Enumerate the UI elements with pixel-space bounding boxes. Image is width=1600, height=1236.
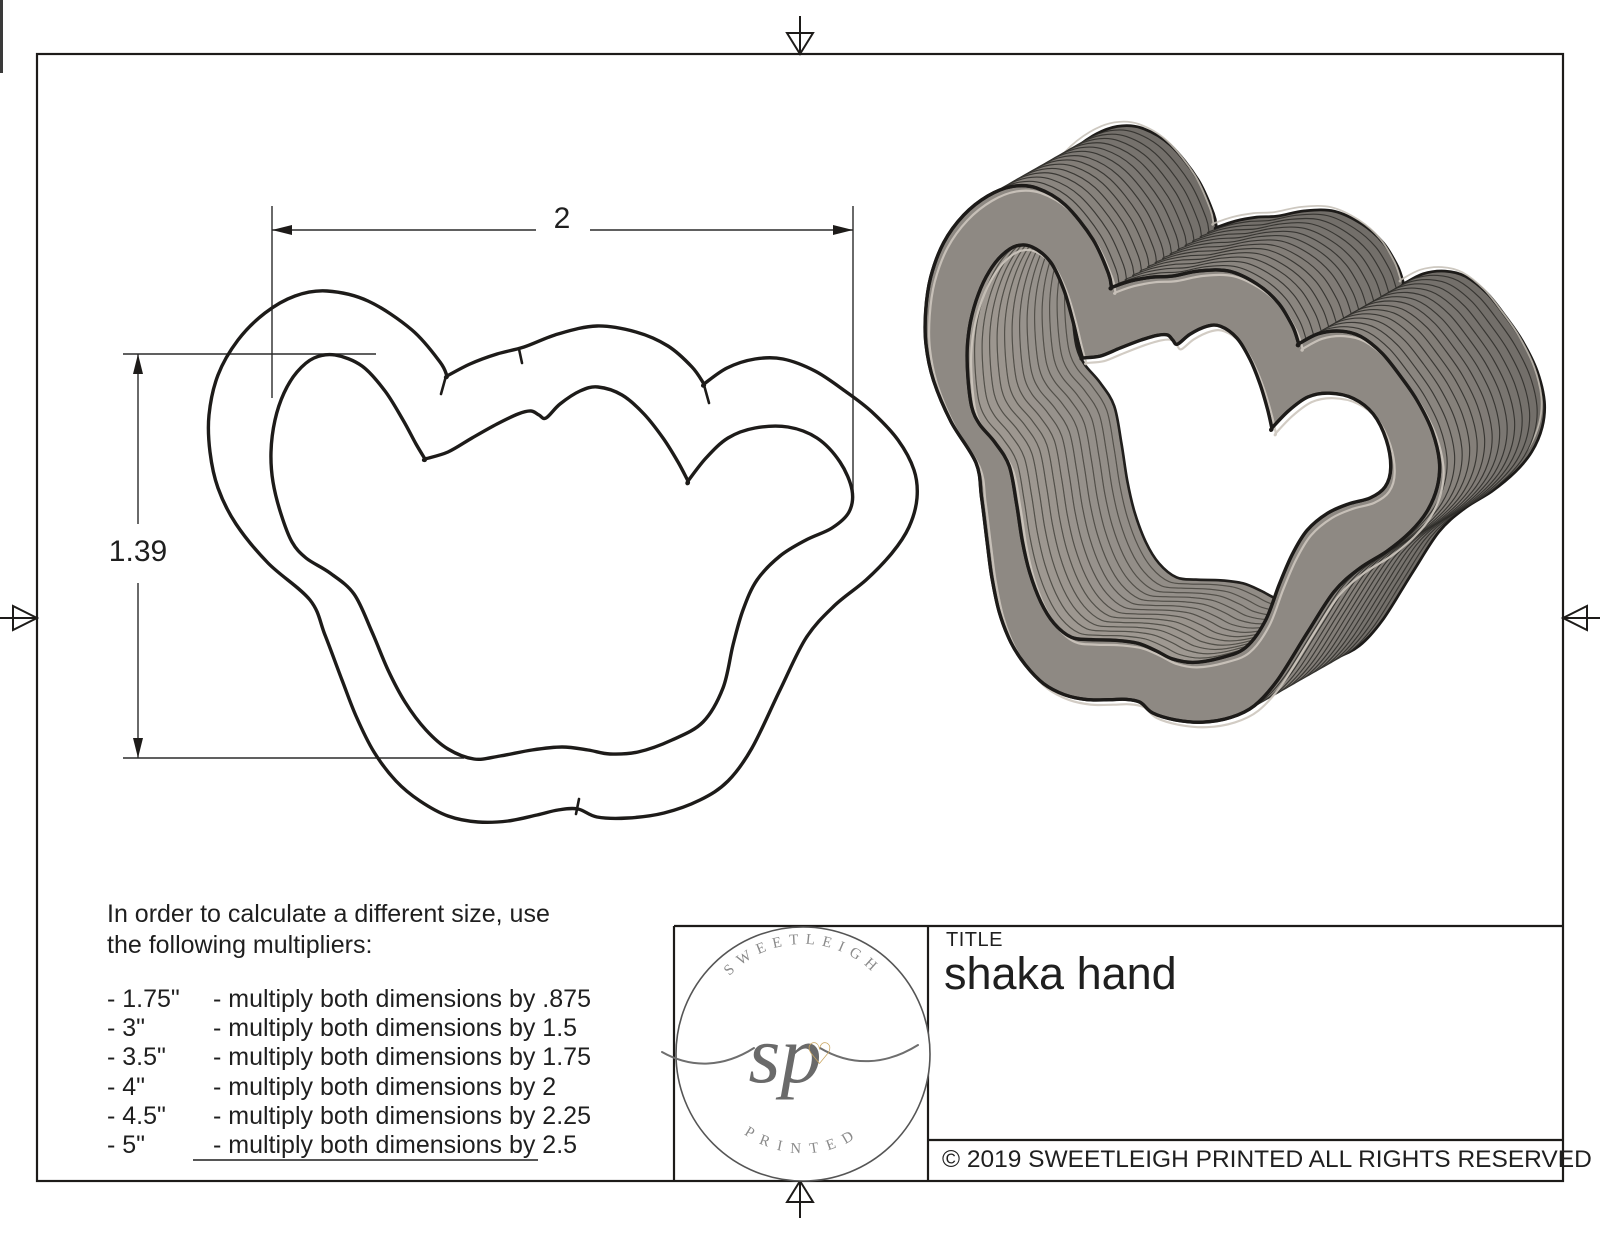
cutter-2d-outline (206, 289, 920, 825)
centering-mark-left (0, 604, 40, 632)
dimension-lines (123, 206, 854, 759)
logo-swash-left (661, 1047, 755, 1065)
arrow-right-icon (833, 225, 853, 235)
multiplier-list: - 1.75" - multiply both dimensions by .87… (107, 985, 627, 1160)
spline-tick (574, 797, 581, 816)
centering-marks (0, 16, 1600, 1218)
centering-mark-right (1560, 604, 1600, 632)
arrow-down-icon (133, 738, 143, 758)
spline-tick (702, 383, 711, 405)
spline-tick-marks (439, 347, 711, 816)
arrow-up-icon (133, 354, 143, 374)
multiplier-rule: - multiply both dimensions by .875 (213, 985, 591, 1013)
page-edge-artifact (0, 0, 3, 73)
logo-heart-icon: ♡ (806, 1038, 833, 1071)
multiplier-size: - 3.5" (107, 1043, 166, 1072)
multiplier-row: - 1.75" - multiply both dimensions by .87… (107, 985, 627, 1014)
multiplier-size: - 5" (107, 1131, 146, 1160)
cutter-inner-outline (269, 352, 855, 761)
scaling-notes-intro-line2: the following multipliers: (107, 931, 373, 959)
multiplier-rule: - multiply both dimensions by 2.5 (213, 1131, 578, 1160)
multiplier-size: - 4" (107, 1072, 146, 1101)
logo-monogram: sp (749, 1009, 822, 1100)
brand-logo: SWEETLEIGH PRINTED sp ♡ (661, 926, 931, 1182)
cutter-outer-outline (206, 289, 920, 825)
cutter-3d-render (923, 120, 1547, 729)
scaling-notes-intro-line1: In order to calculate a different size, … (107, 900, 550, 928)
multiplier-rule: - multiply both dimensions by 1.75 (213, 1043, 591, 1072)
centering-mark-bottom (785, 1179, 815, 1218)
cutter-front-contour (923, 183, 1442, 724)
scaling-notes: In order to calculate a different size, … (107, 899, 627, 1160)
multiplier-row: - 3.5" - multiply both dimensions by 1.75 (107, 1043, 627, 1072)
title-block-label: TITLE (946, 929, 1003, 951)
spline-tick (439, 374, 448, 396)
spline-tick (517, 347, 524, 365)
multiplier-size: - 4.5" (107, 1101, 166, 1130)
multiplier-rule: - multiply both dimensions by 2 (213, 1072, 557, 1101)
page-title: shaka hand (944, 948, 1177, 999)
multiplier-row: - 4" - multiply both dimensions by 2 (107, 1073, 627, 1102)
centering-mark-top (785, 16, 815, 56)
copyright-text: © 2019 SWEETLEIGH PRINTED ALL RIGHTS RES… (942, 1146, 1592, 1173)
multiplier-rule: - multiply both dimensions by 1.5 (213, 1014, 578, 1043)
dimension-width-value: 2 (553, 202, 571, 235)
multiplier-size: - 3" (107, 1014, 146, 1043)
arrow-left-icon (272, 225, 292, 235)
multiplier-rule: - multiply both dimensions by 2.25 (213, 1101, 591, 1130)
dimension-arrows (133, 225, 853, 758)
multiplier-row: - 5" - multiply both dimensions by 2.5 (107, 1131, 627, 1160)
scaling-notes-intro: In order to calculate a different size, … (107, 899, 627, 961)
logo-circle (675, 926, 931, 1182)
cutter-front-rim-highlight (927, 189, 1445, 729)
logo-swash-right (819, 1044, 919, 1063)
multiplier-row: - 3" - multiply both dimensions by 1.5 (107, 1014, 627, 1043)
dimension-height-value: 1.39 (108, 535, 168, 568)
multiplier-size: - 1.75" (107, 985, 180, 1013)
multiplier-row: - 4.5" - multiply both dimensions by 2.25 (107, 1102, 627, 1131)
